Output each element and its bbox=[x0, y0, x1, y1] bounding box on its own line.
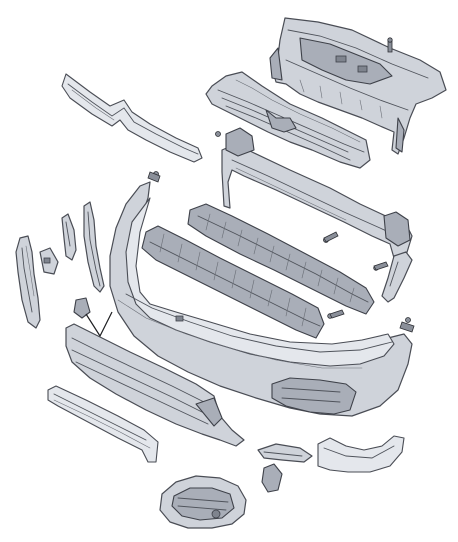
leader-lines bbox=[85, 311, 113, 338]
upper-energy-absorber bbox=[187, 203, 375, 315]
lower-grille bbox=[65, 323, 245, 447]
lower-energy-absorber bbox=[141, 225, 345, 339]
upper-grille-trim-strip bbox=[61, 73, 203, 163]
left-bumper-side-guide bbox=[83, 201, 105, 293]
right-bumper-side-bracket bbox=[373, 251, 413, 303]
left-mounting-clip bbox=[61, 213, 77, 261]
lower-grille-trim-strip bbox=[47, 385, 159, 463]
radiator-grille bbox=[205, 71, 371, 169]
bumper-reinforcement-beam bbox=[215, 127, 413, 263]
fog-light-clip bbox=[261, 463, 283, 493]
fog-light-bracket bbox=[257, 443, 313, 463]
upper-radiator-support bbox=[269, 17, 447, 155]
front-bumper-cover bbox=[109, 171, 415, 417]
left-fog-light-grille bbox=[159, 475, 247, 529]
right-fog-light-trim bbox=[317, 435, 405, 473]
left-retaining-bracket bbox=[39, 247, 59, 275]
left-side-trim-grille bbox=[15, 235, 41, 329]
bumper-clip bbox=[73, 297, 91, 319]
